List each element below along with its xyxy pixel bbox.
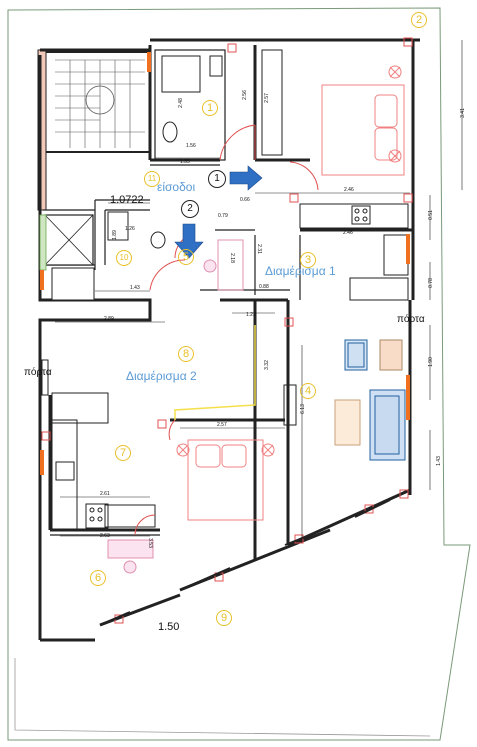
bedroom-1-furniture <box>321 65 405 176</box>
dim-246b: 2.46 <box>343 230 353 236</box>
dim-078: 0.78 <box>427 278 434 288</box>
dim-218: 2.18 <box>228 253 235 263</box>
sink <box>162 121 178 143</box>
dim-246a: 2.46 <box>344 187 354 193</box>
scale-label: 1.50 <box>158 621 180 633</box>
entrance-marker-2: 2 <box>181 200 199 218</box>
dim-353: 3.53 <box>146 538 153 548</box>
dim-123: 1.23 <box>246 312 256 318</box>
shower-bottom <box>51 267 95 301</box>
site-boundary <box>7 7 471 741</box>
dim-257: 2.57 <box>263 93 270 103</box>
dim-051: 0.51 <box>427 210 434 220</box>
dim-256: 2.56 <box>241 90 248 100</box>
living-1-furniture <box>334 339 406 461</box>
staircase <box>37 49 151 211</box>
apartment-1-label: Διαμέρισμα 1 <box>265 264 336 278</box>
sink-2 <box>150 231 166 249</box>
room-number-1: 1 <box>202 100 218 116</box>
dim-066: 0.66 <box>240 197 250 203</box>
dim-613: 6.13 <box>299 404 306 414</box>
entrance-marker-1: 1 <box>208 170 226 188</box>
dim-189: 1.89 <box>111 230 118 240</box>
kitchen-2 <box>51 392 156 531</box>
chair-1 <box>203 259 217 273</box>
balcony-outline <box>14 658 431 737</box>
room-number-7: 7 <box>115 445 131 461</box>
dimension-10722: 1.0722 <box>110 194 144 206</box>
entrances-label: είσοδοι <box>157 180 196 194</box>
room-number-8: 8 <box>178 346 194 362</box>
toilet <box>209 55 223 77</box>
elevator-shaft <box>39 214 94 271</box>
shower-tray <box>161 55 201 93</box>
dim-143b: 1.43 <box>435 456 442 466</box>
dim-156: 1.56 <box>186 143 196 149</box>
windows <box>40 52 410 475</box>
room-number-9: 9 <box>216 610 232 626</box>
dim-143a: 1.43 <box>130 285 140 291</box>
room-number-4: 4 <box>300 383 316 399</box>
room-number-11: 11 <box>144 171 160 187</box>
dining-table <box>107 539 154 559</box>
dim-126: 1.26 <box>125 226 135 232</box>
dim-190: 1.90 <box>427 357 434 367</box>
chair <box>123 560 137 574</box>
corridor-line <box>174 325 256 420</box>
desk-1 <box>217 239 244 291</box>
kitchen-1 <box>299 203 409 301</box>
shower-2 <box>107 211 129 241</box>
dim-231: 2.31 <box>255 244 262 254</box>
dim-248: 2.48 <box>177 98 184 108</box>
dim-289: 2.89 <box>104 316 114 322</box>
door-label-right: πόρτα <box>397 314 425 325</box>
dim-341: 3.41 <box>459 108 466 118</box>
room-number-2: 2 <box>411 12 427 28</box>
room-number-6: 6 <box>90 570 106 586</box>
room-number-3: 3 <box>300 252 316 268</box>
dim-135: 1.35 <box>180 159 190 165</box>
dimension-lines <box>55 40 463 540</box>
dim-257b: 2.57 <box>217 422 227 428</box>
dim-088: 0.88 <box>259 284 269 290</box>
room-number-10: 10 <box>116 250 132 266</box>
apartment-2-label: Διαμέρισμα 2 <box>126 369 197 383</box>
dim-261: 2.61 <box>100 491 110 497</box>
dim-079: 0.79 <box>218 213 228 219</box>
room-number-5: 5 <box>178 249 194 265</box>
opening-markers <box>41 37 413 624</box>
door-label-left: πόρτα <box>24 367 52 378</box>
bedroom-2-furniture <box>176 439 275 521</box>
dim-332: 3.32 <box>263 360 270 370</box>
wardrobe-1 <box>261 49 283 156</box>
dim-263: 2.63 <box>100 533 110 539</box>
sliding-doors <box>41 359 391 626</box>
